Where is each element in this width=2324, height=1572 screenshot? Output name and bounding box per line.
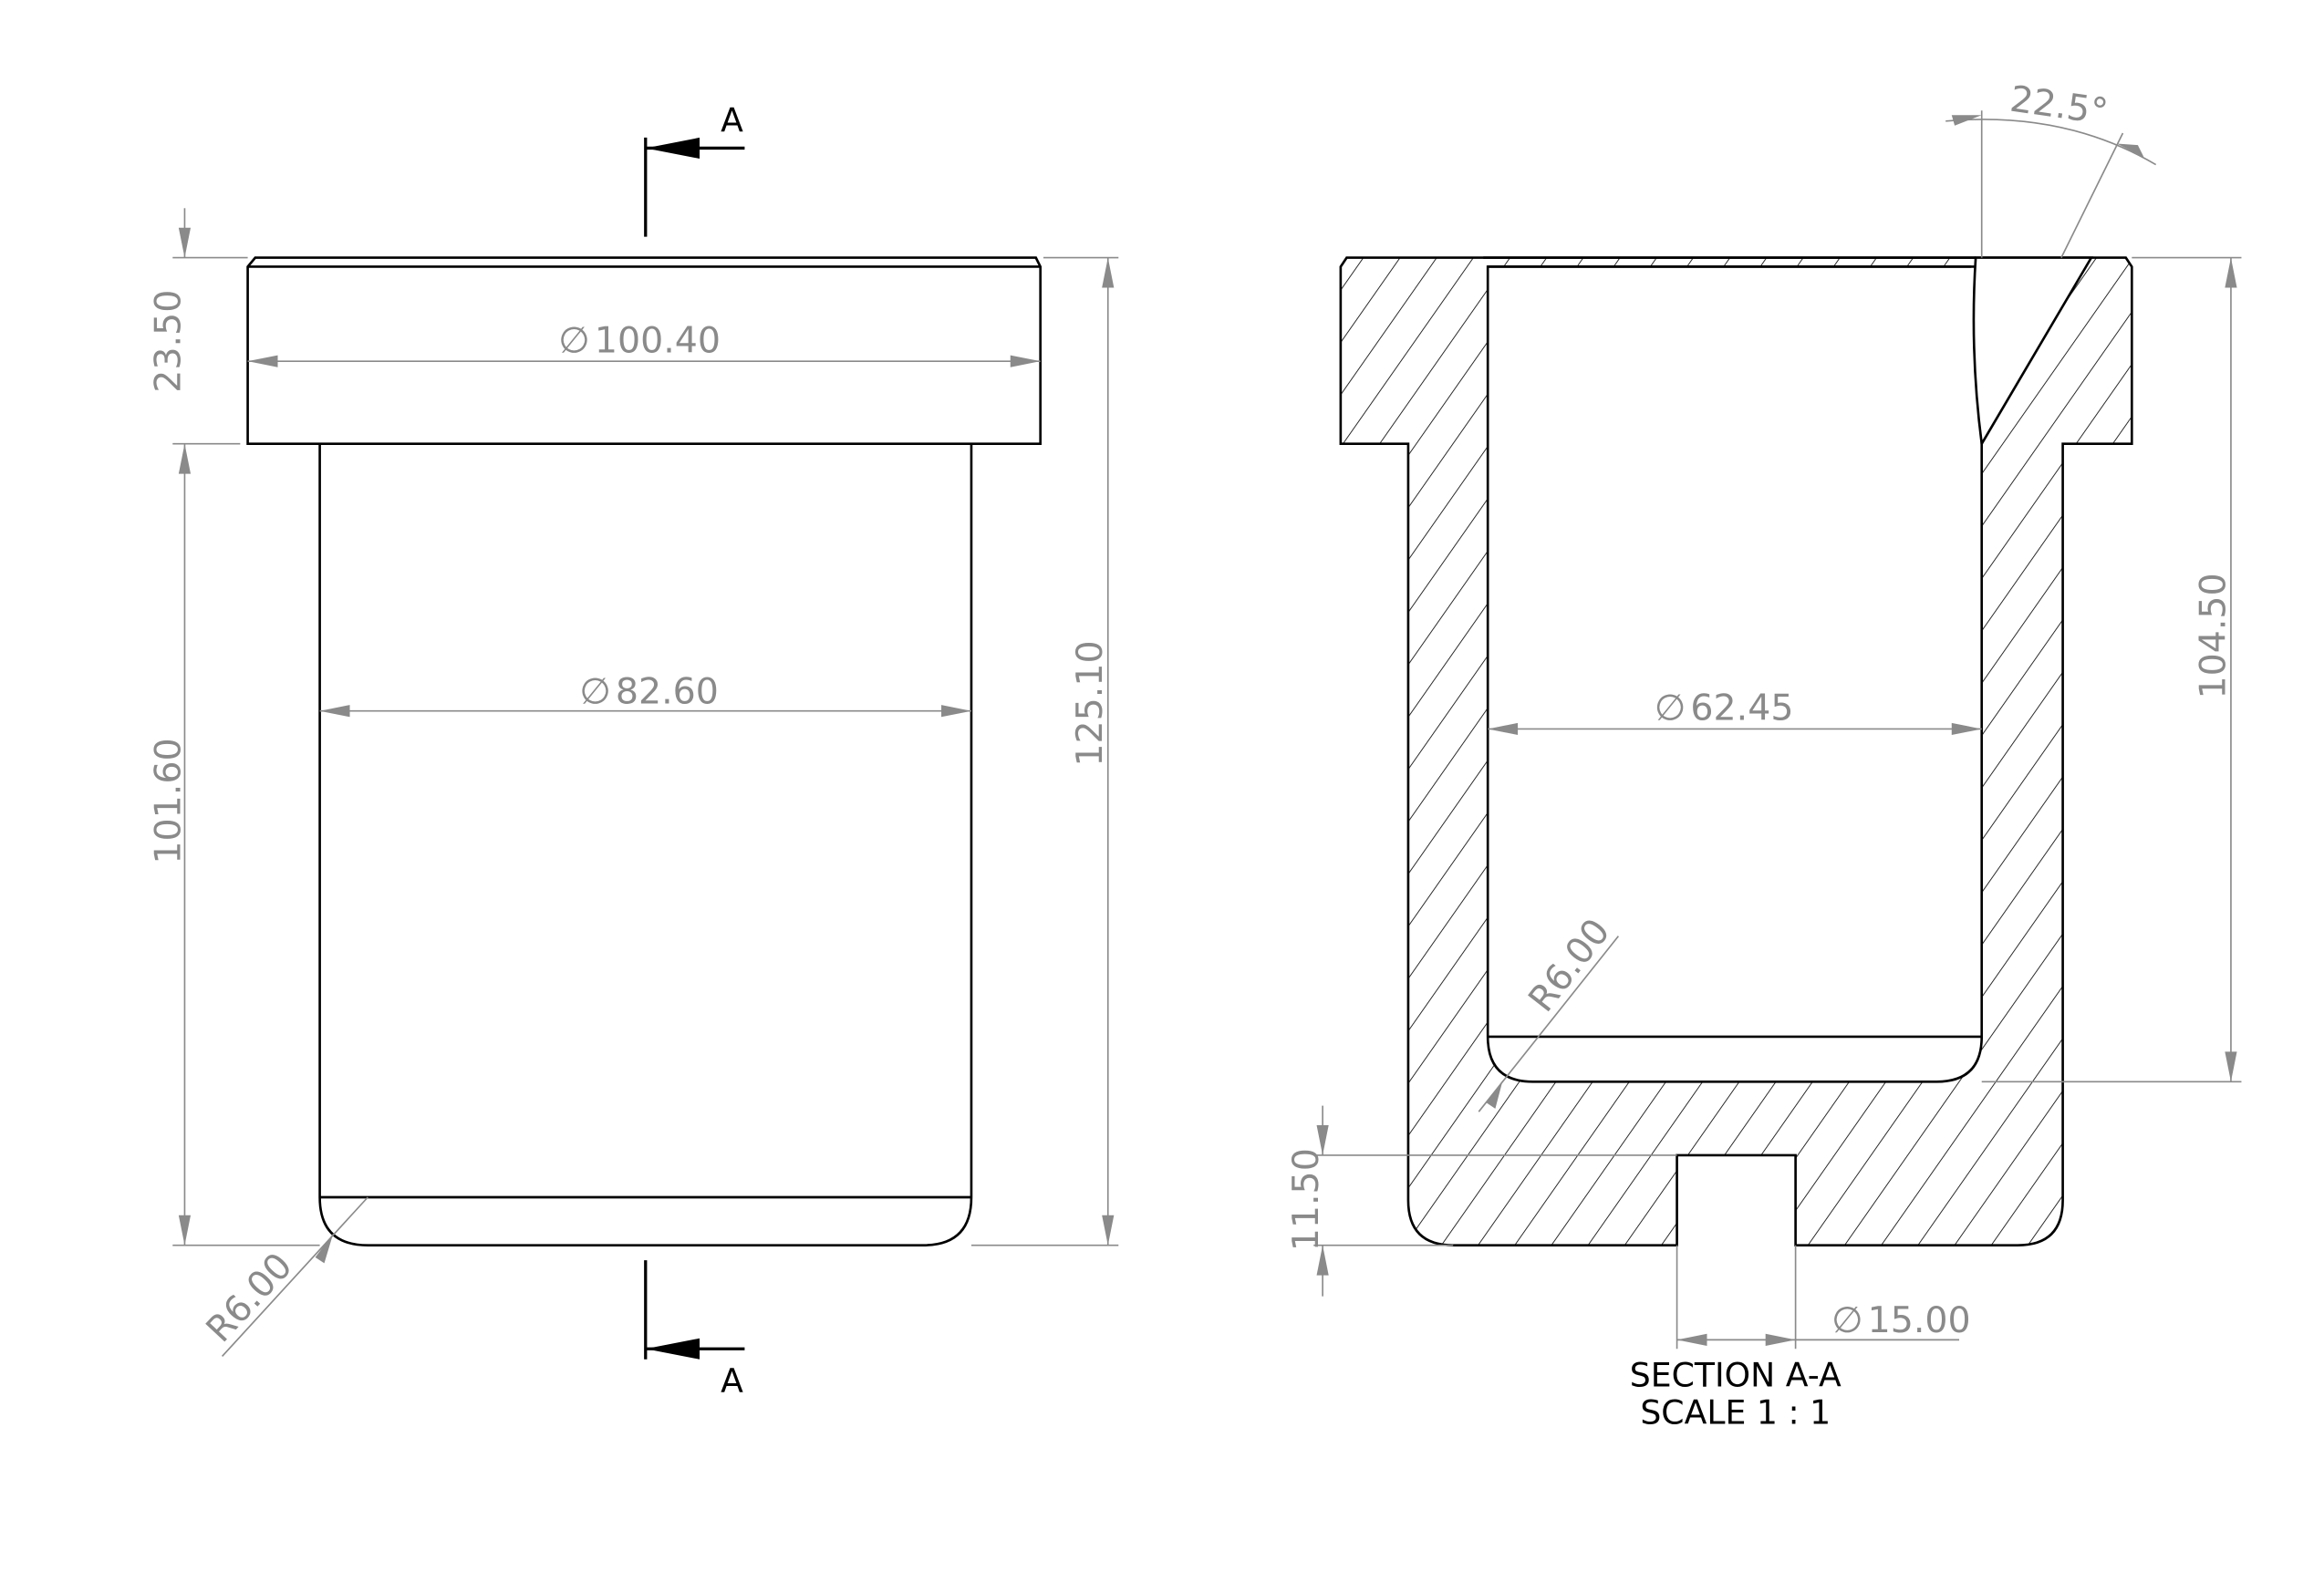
- dim-bore-diameter: ∅ 62.45: [1488, 688, 1982, 736]
- section-label-top: A: [721, 100, 743, 140]
- body-outline: [318, 443, 973, 1246]
- section-marker-bottom: A: [644, 1260, 745, 1401]
- dim-body-height: 101.60: [148, 443, 320, 1246]
- dim-hole-diameter: ∅ 15.00: [1676, 1245, 1971, 1350]
- section-hatch-region: [1339, 256, 2133, 1246]
- dim-chamfer-angle: 22.5°: [1945, 78, 2157, 258]
- dim-hole-depth: 11.50: [1285, 1105, 1677, 1297]
- dim-text-r6-00: R6.00: [198, 1245, 300, 1350]
- dim-text-100-40: 100.40: [595, 319, 721, 361]
- dim-text-r6-00: R6.00: [1520, 911, 1618, 1019]
- dim-text-diameter-symbol: ∅: [579, 670, 610, 712]
- dim-text-diameter-symbol: ∅: [1831, 1299, 1862, 1341]
- dim-text-125-10: 125.10: [1069, 640, 1111, 766]
- dim-text-11-50: 11.50: [1285, 1148, 1327, 1251]
- dim-bore-depth: 104.50: [1981, 256, 2242, 1083]
- dim-bottom-fillet: R6.00: [198, 1196, 368, 1358]
- dim-text-15-00: 15.00: [1868, 1299, 1971, 1341]
- dim-body-diameter: ∅ 82.60: [319, 670, 971, 718]
- section-title: SECTION A-A: [1630, 1355, 1842, 1394]
- section-marker-top: A: [644, 100, 745, 237]
- dim-text-104-50: 104.50: [2192, 573, 2234, 698]
- dim-flange-height: 23.50: [148, 208, 248, 445]
- dim-text-62-45: 62.45: [1690, 688, 1793, 729]
- dim-text-23-50: 23.50: [148, 290, 190, 393]
- dim-text-82-60: 82.60: [616, 670, 719, 712]
- dim-overall-height: 125.10: [970, 256, 1119, 1246]
- dim-text-diameter-symbol: ∅: [558, 319, 589, 361]
- dim-text-diameter-symbol: ∅: [1655, 688, 1686, 729]
- chamfer-cut: [1972, 256, 2094, 448]
- section-label-bottom: A: [721, 1361, 743, 1401]
- dim-text-22-5-deg: 22.5°: [2008, 78, 2111, 134]
- dim-text-101-60: 101.60: [148, 738, 190, 864]
- front-view: A A 23.50 101.60: [148, 100, 1119, 1401]
- section-view: ∅ 62.45 104.50 22.5° R6.00: [1285, 78, 2242, 1432]
- dim-flange-diameter: ∅ 100.40: [247, 319, 1041, 367]
- section-scale: SCALE 1 : 1: [1640, 1393, 1831, 1432]
